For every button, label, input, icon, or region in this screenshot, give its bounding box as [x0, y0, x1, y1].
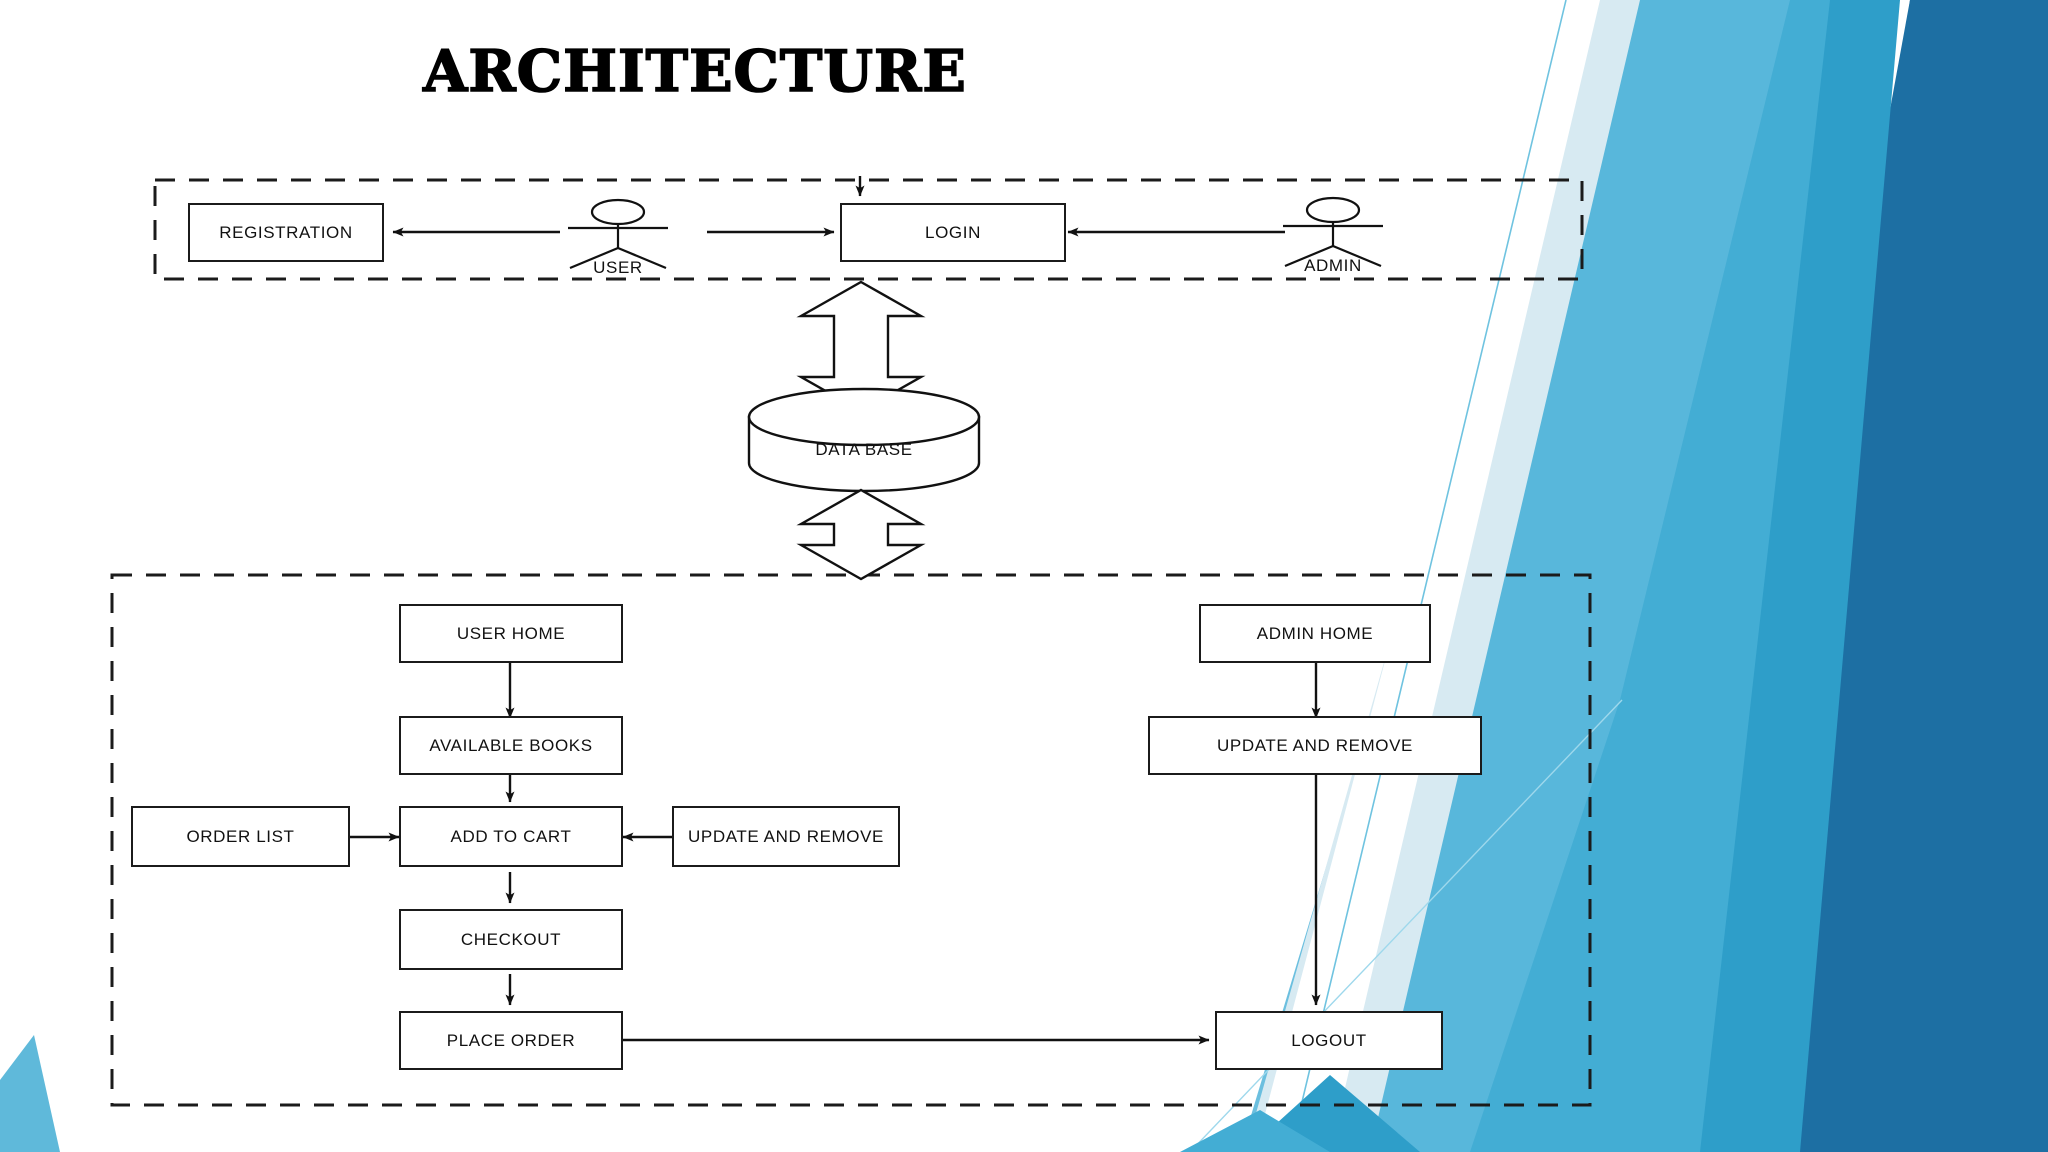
node-login[interactable]: LOGIN: [840, 203, 1066, 262]
node-logout-label: LOGOUT: [1291, 1030, 1367, 1050]
admin-actor-label: ADMIN: [1273, 256, 1393, 276]
node-admin-home[interactable]: ADMIN HOME: [1199, 604, 1431, 663]
node-available-books-label: AVAILABLE BOOKS: [429, 735, 593, 755]
node-update-and-remove-user-label: UPDATE AND REMOVE: [688, 826, 884, 846]
node-checkout-label: CHECKOUT: [460, 929, 562, 949]
node-order-list-label: ORDER LIST: [186, 826, 295, 846]
database-cylinder: [747, 387, 981, 493]
node-registration-label: REGISTRATION: [219, 222, 353, 242]
node-registration[interactable]: REGISTRATION: [188, 203, 384, 262]
admin-actor-label-text: ADMIN: [1304, 256, 1362, 275]
node-available-books[interactable]: AVAILABLE BOOKS: [399, 716, 623, 775]
database-label-text: DATA BASE: [815, 440, 913, 459]
node-user-home[interactable]: USER HOME: [399, 604, 623, 663]
admin-actor-icon: [1283, 196, 1383, 268]
node-place-order-label: PLACE ORDER: [446, 1030, 576, 1050]
node-update-and-remove-user[interactable]: UPDATE AND REMOVE: [672, 806, 900, 867]
node-admin-home-label: ADMIN HOME: [1256, 623, 1374, 643]
node-add-to-cart[interactable]: ADD TO CART: [399, 806, 623, 867]
user-actor-icon: [568, 198, 668, 270]
node-update-and-remove-admin[interactable]: UPDATE AND REMOVE: [1148, 716, 1482, 775]
node-add-to-cart-label: ADD TO CART: [450, 826, 572, 846]
node-login-label: LOGIN: [925, 222, 981, 242]
node-user-home-label: USER HOME: [456, 623, 566, 643]
page-title: ARCHITECTURE: [422, 37, 967, 106]
node-logout[interactable]: LOGOUT: [1215, 1011, 1443, 1070]
node-place-order[interactable]: PLACE ORDER: [399, 1011, 623, 1070]
node-update-and-remove-admin-label: UPDATE AND REMOVE: [1217, 735, 1413, 755]
user-actor-label: USER: [558, 258, 678, 278]
user-actor-label-text: USER: [593, 258, 643, 277]
authentication-group-boundary: [153, 178, 1584, 281]
node-checkout[interactable]: CHECKOUT: [399, 909, 623, 970]
node-order-list[interactable]: ORDER LIST: [131, 806, 350, 867]
db-down-block-arrow: [796, 488, 926, 581]
database-label: DATA BASE: [749, 440, 979, 460]
application-group-boundary: [110, 573, 1592, 1107]
